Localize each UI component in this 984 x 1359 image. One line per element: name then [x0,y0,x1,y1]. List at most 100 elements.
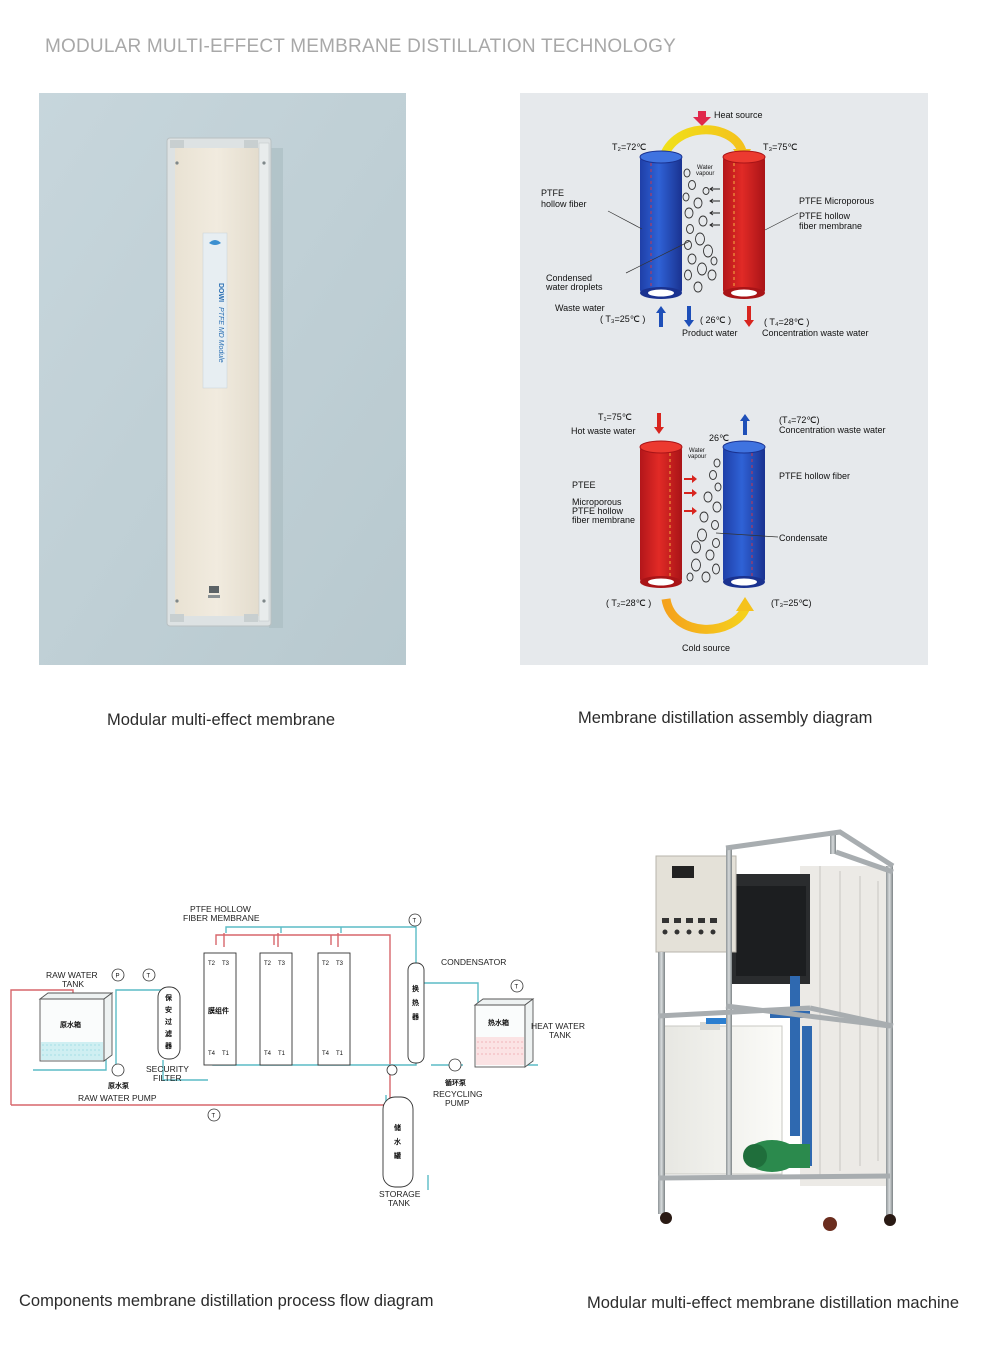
bottom-t3-label: (T₃=25℃) [771,598,812,608]
storage-tank [382,1096,414,1188]
gauge-p-label: P [116,974,120,980]
bottom-cold-source-label: Cold source [682,643,730,653]
gauge-t-label-1: T [147,974,151,980]
storage-cn-2: 水 [394,1137,402,1146]
module3-t4: T4 [322,1051,330,1057]
membrane-module-2: T2 T3 T4 T1 [259,952,293,1066]
conc-water-arrow-icon [744,306,754,327]
bottom-vapour-label-2: vapour [688,454,706,460]
bottom-vapour-label-1: Water [689,448,705,454]
temp-gauge-icon-1 [142,968,156,982]
storage-cn-3: 罐 [393,1151,401,1160]
security-cn-2: 安 [165,1005,172,1014]
hot-waste-arrow-icon [654,413,664,434]
caption-assembly: Membrane distillation assembly diagram [578,709,873,727]
heat-tank-label-1: HEAT WATER [531,1021,585,1031]
security-label-2: FILTER [153,1073,182,1083]
bottom-t4-label: (T₄=72℃) [779,415,820,425]
top-condensed-label-1: Condensed [546,273,592,283]
bottom-micro-label-2: PTFE hollow [572,506,624,516]
top-waste-temp-label: ( T₃=25℃ ) [600,314,645,324]
membrane-label-1: PTFE HOLLOW [190,905,251,914]
storage-label-1: STORAGE [379,1189,421,1199]
module2-t3: T3 [278,961,286,967]
top-conc-water-label: Concentration waste water [762,328,869,338]
heat-exchanger [407,962,425,1064]
module-photo: DOWI PTFE MD Module [39,93,406,665]
security-cn-3: 过 [165,1017,172,1026]
caption-flow: Components membrane distillation process… [19,1292,434,1310]
module2-t2: T2 [264,961,272,967]
security-label-1: SECURITY [146,1064,189,1074]
top-ptfe-fiber-label-2: hollow fiber [541,199,587,209]
module2-t1: T1 [278,1051,286,1057]
heat-tank-label-2: TANK [549,1030,571,1040]
top-t2-label: T₂=72℃ [612,142,646,152]
top-ptfe-fiber-label-1: PTFE [541,188,564,198]
assembly-diagram-svg: Heat source T₂=72℃ T₃=75℃ Water vapour [520,93,928,665]
module3-t1: T1 [336,1051,344,1057]
module2-t4: T4 [264,1051,272,1057]
recycling-pump-icon [448,1058,462,1072]
caption-module: Modular multi-effect membrane [107,711,336,729]
top-t3-label: T₃=75℃ [763,142,798,152]
top-vapour-label-2: vapour [696,171,714,177]
product-water-arrow-icon [684,306,694,327]
top-condensed-label-2: water droplets [545,282,603,292]
bottom-t2-label: ( T₂=28℃ ) [606,598,651,608]
module3-t2: T2 [322,961,330,967]
top-vapour-label-1: Water [697,165,713,171]
page-title: MODULAR MULTI-EFFECT MEMBRANE DISTILLATI… [45,36,676,57]
module-brand: DOWI [217,283,224,302]
heat-source-arrow-icon [693,111,711,126]
bottom-t1-label: T₁=75℃ [598,412,632,422]
bottom-ptfe-fiber-label: PTFE hollow fiber [779,471,850,481]
raw-tank-label-2: TANK [62,979,84,989]
bottom-condensate-label: Condensate [779,533,828,543]
membrane-module-1: T2 T3 T4 T1 膜组件 [203,952,237,1066]
gauge-t-label-3: T [413,919,417,925]
bottom-micro-label-3: fiber membrane [572,515,635,525]
storage-cn-1: 储 [393,1123,401,1132]
temp-gauge-icon-3 [408,913,422,927]
heat-tank-cn-label: 热水箱 [488,1018,509,1027]
module1-t4: T4 [208,1051,216,1057]
top-droplets [682,168,718,293]
membrane-module-3: T2 T3 T4 T1 [317,952,351,1066]
raw-tank-label-1: RAW WATER [46,970,98,980]
bottom-micro-label-1: Microporous [572,497,622,507]
gauge-t-label-5: T [515,985,519,991]
top-product-temp-label: ( 26℃ ) [700,315,731,325]
module-cn-label: 膜组件 [207,1006,229,1015]
security-cn-5: 器 [164,1041,173,1050]
raw-pump-icon [111,1063,125,1077]
process-flow-svg: 原水箱 RAW WATER TANK P T 原水泵 RAW WATER PUM… [10,904,585,1208]
bottom-droplets [686,458,722,583]
top-ptfe-micro-label-2: PTFE hollow [799,211,851,221]
gauge-t-label-2: T [212,1114,216,1120]
top-product-water-label: Product water [682,328,738,338]
module-photo-svg: DOWI PTFE MD Module [39,93,406,665]
bottom-conc-water-label: Concentration waste water [779,425,886,435]
exchanger-cn-1: 换 [412,984,420,993]
machine-photo [650,826,896,1232]
top-ptfe-micro-label-1: PTFE Microporous [799,196,875,206]
module1-t2: T2 [208,961,216,967]
top-waste-water-label: Waste water [555,303,605,313]
module-product: PTFE MD Module [217,307,224,363]
security-cn-1: 保 [164,993,173,1002]
recycling-label-1: RECYCLING [433,1089,483,1099]
exchanger-cn-2: 热 [412,998,419,1007]
temp-gauge-icon-5 [510,979,524,993]
security-cn-4: 滤 [165,1029,172,1038]
recycling-cn-label: 循环泵 [445,1078,466,1087]
top-conc-temp-label: ( T₄=28℃ ) [764,317,809,327]
process-flow-diagram: 原水箱 RAW WATER TANK P T 原水泵 RAW WATER PUM… [8,904,598,1215]
waste-water-arrow-icon [656,306,666,327]
bottom-ptee-label: PTEE [572,480,596,490]
heat-source-label: Heat source [714,110,763,120]
bottom-conc-arrow-icon [740,414,750,435]
membrane-label-2: FIBER MEMBRANE [183,913,260,923]
recycling-label-2: PUMP [445,1098,470,1108]
temp-gauge-icon-2 [207,1108,221,1122]
